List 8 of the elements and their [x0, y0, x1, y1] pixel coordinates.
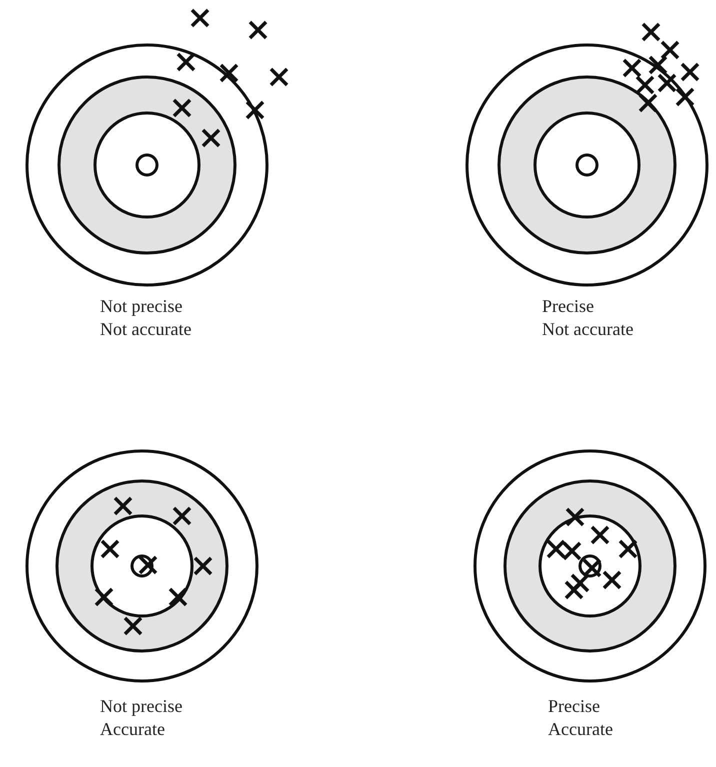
target-caption: Precise: [548, 695, 600, 717]
target-caption: Not accurate: [542, 318, 634, 340]
target-caption: Accurate: [548, 718, 613, 740]
target-caption: Not accurate: [100, 318, 192, 340]
target-caption: Accurate: [100, 718, 165, 740]
target-caption: Not precise: [100, 295, 182, 317]
target-caption: Not precise: [100, 695, 182, 717]
target-caption: Precise: [542, 295, 594, 317]
